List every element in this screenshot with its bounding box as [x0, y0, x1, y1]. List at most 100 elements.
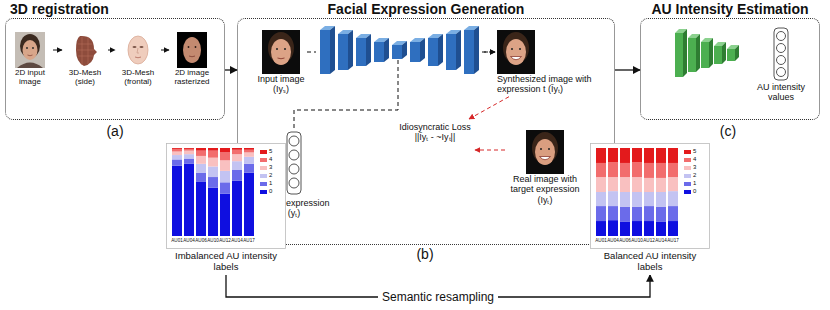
- layer: [410, 42, 420, 62]
- bar-segment: [232, 181, 242, 236]
- legend-swatch: [684, 174, 691, 178]
- image-node: 2D image rasterized: [169, 30, 215, 88]
- loss-arrow: [469, 97, 509, 119]
- layer-side: [683, 29, 687, 77]
- nose: [137, 48, 139, 53]
- legend-swatch: [260, 158, 267, 162]
- bar-segment: [644, 206, 654, 221]
- mesh-lines: [77, 37, 94, 65]
- stacked-bar: [208, 148, 218, 236]
- flow-arrow: [53, 50, 62, 51]
- chart-node: Imbalanced AU intensity labels: [166, 143, 286, 275]
- legend-text: 0: [269, 188, 272, 195]
- bar-segment: [208, 158, 218, 167]
- bar-segment: [668, 206, 678, 221]
- stacked-bar: [632, 148, 642, 236]
- layer-side: [722, 42, 726, 64]
- stacked-bar: [620, 148, 630, 236]
- legend-swatch: [684, 166, 691, 170]
- legend-item: 3: [260, 164, 272, 171]
- axis-tick-label: AU04: [183, 238, 195, 243]
- bar-segment: [620, 177, 630, 192]
- chart-frame: [591, 144, 710, 249]
- bar-segment: [220, 160, 230, 171]
- bar-segment: [172, 159, 182, 165]
- mesh-face: [128, 36, 148, 64]
- face-mesh-frontal: [128, 36, 148, 64]
- bar-segment: [608, 177, 618, 191]
- bar-segment: [596, 177, 606, 192]
- legend-text: 2: [269, 172, 272, 179]
- bar-segment: [644, 192, 654, 206]
- face-photo: [15, 32, 45, 68]
- bar-segment: [632, 192, 642, 207]
- legend-text: 1: [693, 180, 696, 187]
- caption: Input image (Iyₛ): [257, 74, 305, 95]
- eye: [548, 148, 550, 150]
- bar-segment: [596, 163, 606, 177]
- legend-item: 4: [684, 156, 696, 163]
- legend-text: 4: [693, 156, 696, 163]
- layer: [338, 34, 348, 70]
- loss-box: Idiosyncratic Loss||Ĩyₜ - ~Iyₜ||: [395, 120, 475, 145]
- panel-letter: (c): [720, 124, 736, 139]
- vector-cell: [777, 56, 786, 65]
- caption: Imbalanced AU intensity labels: [168, 251, 284, 273]
- legend-text: 3: [693, 164, 696, 171]
- bar-segment: [244, 157, 254, 164]
- bar-segment: [596, 192, 606, 206]
- caption: AU intensity values: [750, 82, 812, 103]
- layer: [392, 45, 402, 59]
- bar-segment: [608, 206, 618, 220]
- bar-segment: [596, 221, 606, 236]
- bar-segment: [184, 149, 194, 151]
- layer-side: [735, 45, 739, 61]
- stacked-bar: [232, 148, 242, 236]
- eye: [276, 48, 278, 50]
- legend-swatch: [684, 158, 691, 162]
- face: [23, 40, 38, 60]
- bar-segment: [656, 163, 666, 178]
- flow-arrow: [161, 50, 169, 51]
- photo-ground: [497, 30, 535, 74]
- caption: 2D input image: [9, 68, 51, 86]
- legend-item: 5: [260, 148, 272, 155]
- bar-segment: [184, 148, 194, 150]
- panel-title: Facial Expression Generation: [237, 0, 615, 18]
- caption: Synthesized image with expression t (Ĩyₜ…: [497, 74, 608, 95]
- bar-segment: [620, 192, 630, 207]
- layer-side: [474, 26, 479, 74]
- panel-title: AU Intensity Estimation: [640, 0, 820, 18]
- legend-item: 5: [684, 148, 696, 155]
- legend-item: 0: [684, 188, 696, 195]
- stacked-bar: [596, 148, 606, 236]
- stacked-bar: [172, 148, 182, 236]
- bar-segment: [668, 148, 678, 163]
- layer: [688, 38, 696, 72]
- bar-segment: [244, 173, 254, 236]
- face-rasterized: [177, 32, 207, 68]
- axis-tick-label: AU04: [607, 238, 619, 243]
- layer: [701, 42, 709, 68]
- legend-swatch: [260, 150, 267, 154]
- bar-segment: [668, 221, 678, 236]
- axis-tick-label: AU06: [619, 238, 631, 243]
- edge-label: Semantic resampling: [378, 290, 498, 304]
- legend-text: 3: [269, 164, 272, 171]
- legend-item: 2: [260, 172, 272, 179]
- bar-segment: [184, 151, 194, 155]
- mouth: [135, 57, 141, 59]
- legend-text: 5: [269, 148, 272, 155]
- bar-segment: [656, 207, 666, 222]
- panel-title: 3D registration: [5, 0, 225, 18]
- layer-side: [438, 34, 443, 66]
- bar-segment: [644, 163, 654, 178]
- bar-segment: [208, 166, 218, 177]
- bar-segment: [220, 182, 230, 193]
- bar-segment: [608, 191, 618, 206]
- stacked-bar: [656, 148, 666, 236]
- stage-arrow: [225, 69, 237, 70]
- vector-frame: [287, 132, 301, 194]
- bar-segment: [620, 222, 630, 236]
- bar-segment: [184, 154, 194, 158]
